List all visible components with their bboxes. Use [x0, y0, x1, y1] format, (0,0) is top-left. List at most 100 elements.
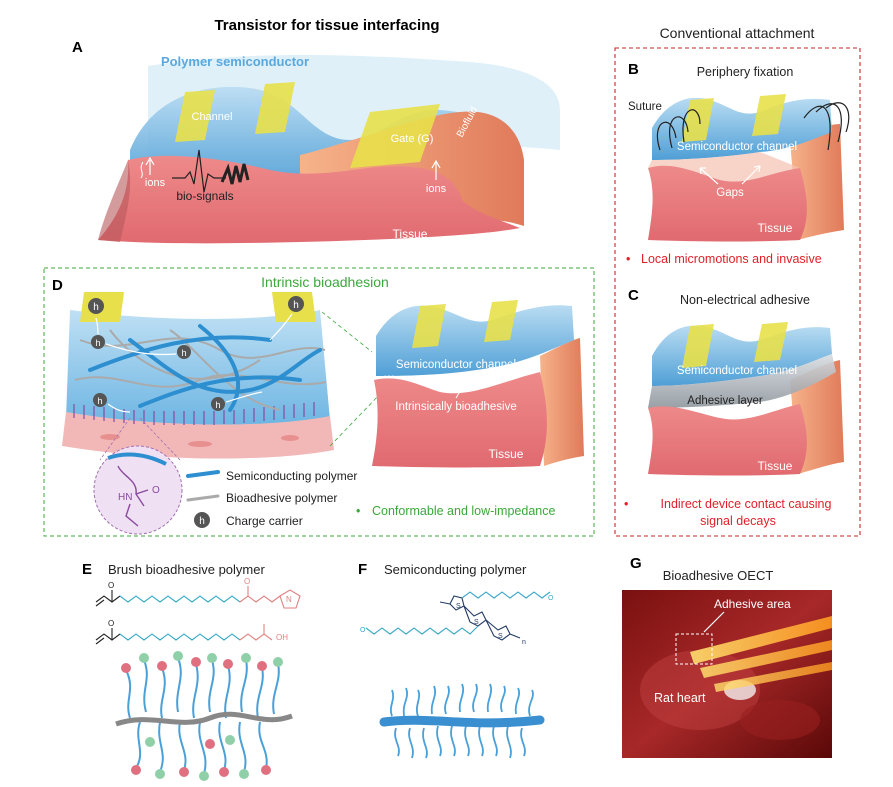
panel-d-letter: D [52, 277, 63, 294]
c-drawback-line2: signal decays [700, 514, 776, 528]
b-tissue-front [648, 165, 807, 242]
intrinsically-bioadhesive-label: Intrinsically bioadhesive [395, 401, 516, 413]
panel-g-letter: G [630, 555, 642, 572]
ions-right-label: ions [426, 183, 447, 195]
bioadhesive-chains [74, 329, 327, 411]
polymer-semiconductor-label: Polymer semiconductor [161, 54, 309, 69]
panel-d-title: Intrinsic bioadhesion [261, 274, 389, 290]
semiconducting-chains [88, 324, 322, 412]
b-bullet: • [626, 252, 630, 266]
molecule-magnifier: O HN [93, 417, 183, 535]
svg-text:h: h [97, 396, 102, 406]
panel-a: A Transistor for tissue interfacing Poly… [72, 17, 560, 244]
atom-n-subscript: n [522, 639, 526, 646]
gaps-arrows [699, 165, 761, 185]
semiconducting-structure [365, 591, 551, 641]
atom-s-3: S [498, 633, 503, 640]
atom-o-f2: O [360, 627, 366, 634]
d-tissue-front [372, 372, 547, 468]
heart-highlight-3 [740, 700, 820, 740]
atom-o-f1: O [548, 595, 554, 602]
gaps-region [648, 152, 800, 182]
svg-text:h: h [95, 338, 100, 348]
b-electrode-right [752, 94, 786, 136]
charge-carrier: h [88, 298, 104, 314]
conventional-title: Conventional attachment [660, 25, 815, 41]
charge-carrier: h [177, 345, 191, 359]
c-tissue-front [648, 404, 807, 476]
ions-left [140, 156, 155, 179]
panel-d-frame [43, 267, 595, 537]
legend-carrier: Charge carrier [226, 514, 303, 528]
charge-carrier: h [211, 397, 225, 411]
panel-e: E Brush bioadhesive polymer O O N O OH [82, 561, 301, 781]
atom-s-1: S [456, 603, 461, 610]
chem-o-label: O [152, 485, 160, 496]
gaps-label: Gaps [716, 187, 744, 199]
monomer-nhs [95, 586, 301, 609]
c-drawback-line1: Indirect device contact causing [661, 497, 832, 511]
atom-oh: OH [276, 633, 288, 642]
b-electrode-left [682, 98, 714, 142]
c-tissue-label: Tissue [758, 459, 793, 473]
legend-carrier-symbol: h [199, 516, 205, 527]
channel-electrode-right [255, 82, 295, 134]
svg-text:h: h [293, 300, 299, 311]
zoom-line-bottom [329, 391, 383, 447]
gate-label: Gate (G) [391, 133, 434, 145]
c-bullet: • [624, 497, 628, 511]
panel-c: C Non-electrical adhesive Semiconductor … [624, 287, 844, 528]
panel-c-letter: C [628, 287, 639, 304]
bio-signal-trace [172, 149, 226, 193]
panel-f-letter: F [358, 561, 367, 578]
d-electrode-1 [412, 304, 446, 348]
d-semiconductor-label: Semiconductor channel [396, 359, 516, 371]
panel-a-letter: A [72, 39, 83, 56]
d-bullet: • [356, 504, 360, 518]
oect-wires [690, 616, 832, 692]
chem-hn-label: HN [118, 492, 132, 503]
conventional-frame [614, 47, 861, 537]
tissue-label-a: Tissue [393, 227, 428, 241]
tissue-left-edge [98, 160, 131, 242]
gate-electrode [350, 104, 440, 168]
panel-a-title: Transistor for tissue interfacing [214, 17, 439, 34]
signal-spring [220, 163, 250, 185]
b-semiconductor-label: Semiconductor channel [677, 141, 797, 153]
ions-left-label: ions [145, 177, 166, 189]
bioadhesive-interface [375, 369, 541, 393]
b-tissue-label: Tissue [758, 221, 793, 235]
adhesive-area-box [675, 633, 713, 665]
brush-polymer [115, 651, 293, 781]
d-benefit: Conformable and low-impedance [372, 504, 555, 518]
bioadhesive-arrow [455, 387, 463, 399]
c-electrode-left [682, 324, 714, 368]
c-semiconductor-label: Semiconductor channel [677, 365, 797, 377]
atom-n: N [286, 595, 292, 604]
rat-heart-label: Rat heart [654, 691, 706, 705]
d-electrode-2 [484, 300, 518, 342]
charge-carrier: h [91, 335, 105, 349]
panel-g-title: Bioadhesive OECT [663, 568, 774, 583]
svg-text:h: h [93, 302, 99, 313]
d-tissue-label: Tissue [489, 447, 524, 461]
panel-d: D Intrinsic bioadhesion [43, 267, 595, 537]
atom-o-1: O [108, 581, 114, 590]
carrier-arrows [95, 313, 293, 413]
atom-o-3: O [108, 619, 114, 628]
panel-d-legend: Semiconducting polymer Bioadhesive polym… [186, 469, 357, 528]
panel-g: G Bioadhesive OECT Adhesive area Rat hea… [622, 555, 832, 758]
atom-s-2: S [474, 619, 479, 626]
brush-end-groups [121, 651, 283, 781]
panel-f-title: Semiconducting polymer [384, 562, 527, 577]
adhesive-area-arrow [703, 611, 725, 633]
legend-bioadhesive: Bioadhesive polymer [226, 491, 337, 505]
tissue-front [98, 155, 520, 244]
zoom-line-top [321, 311, 373, 353]
panel-c-title: Non-electrical adhesive [680, 293, 810, 307]
rod-polymer [379, 683, 545, 759]
channel-electrode-left [175, 90, 215, 142]
legend-semiconducting: Semiconducting polymer [226, 469, 357, 483]
panel-e-title: Brush bioadhesive polymer [108, 562, 265, 577]
